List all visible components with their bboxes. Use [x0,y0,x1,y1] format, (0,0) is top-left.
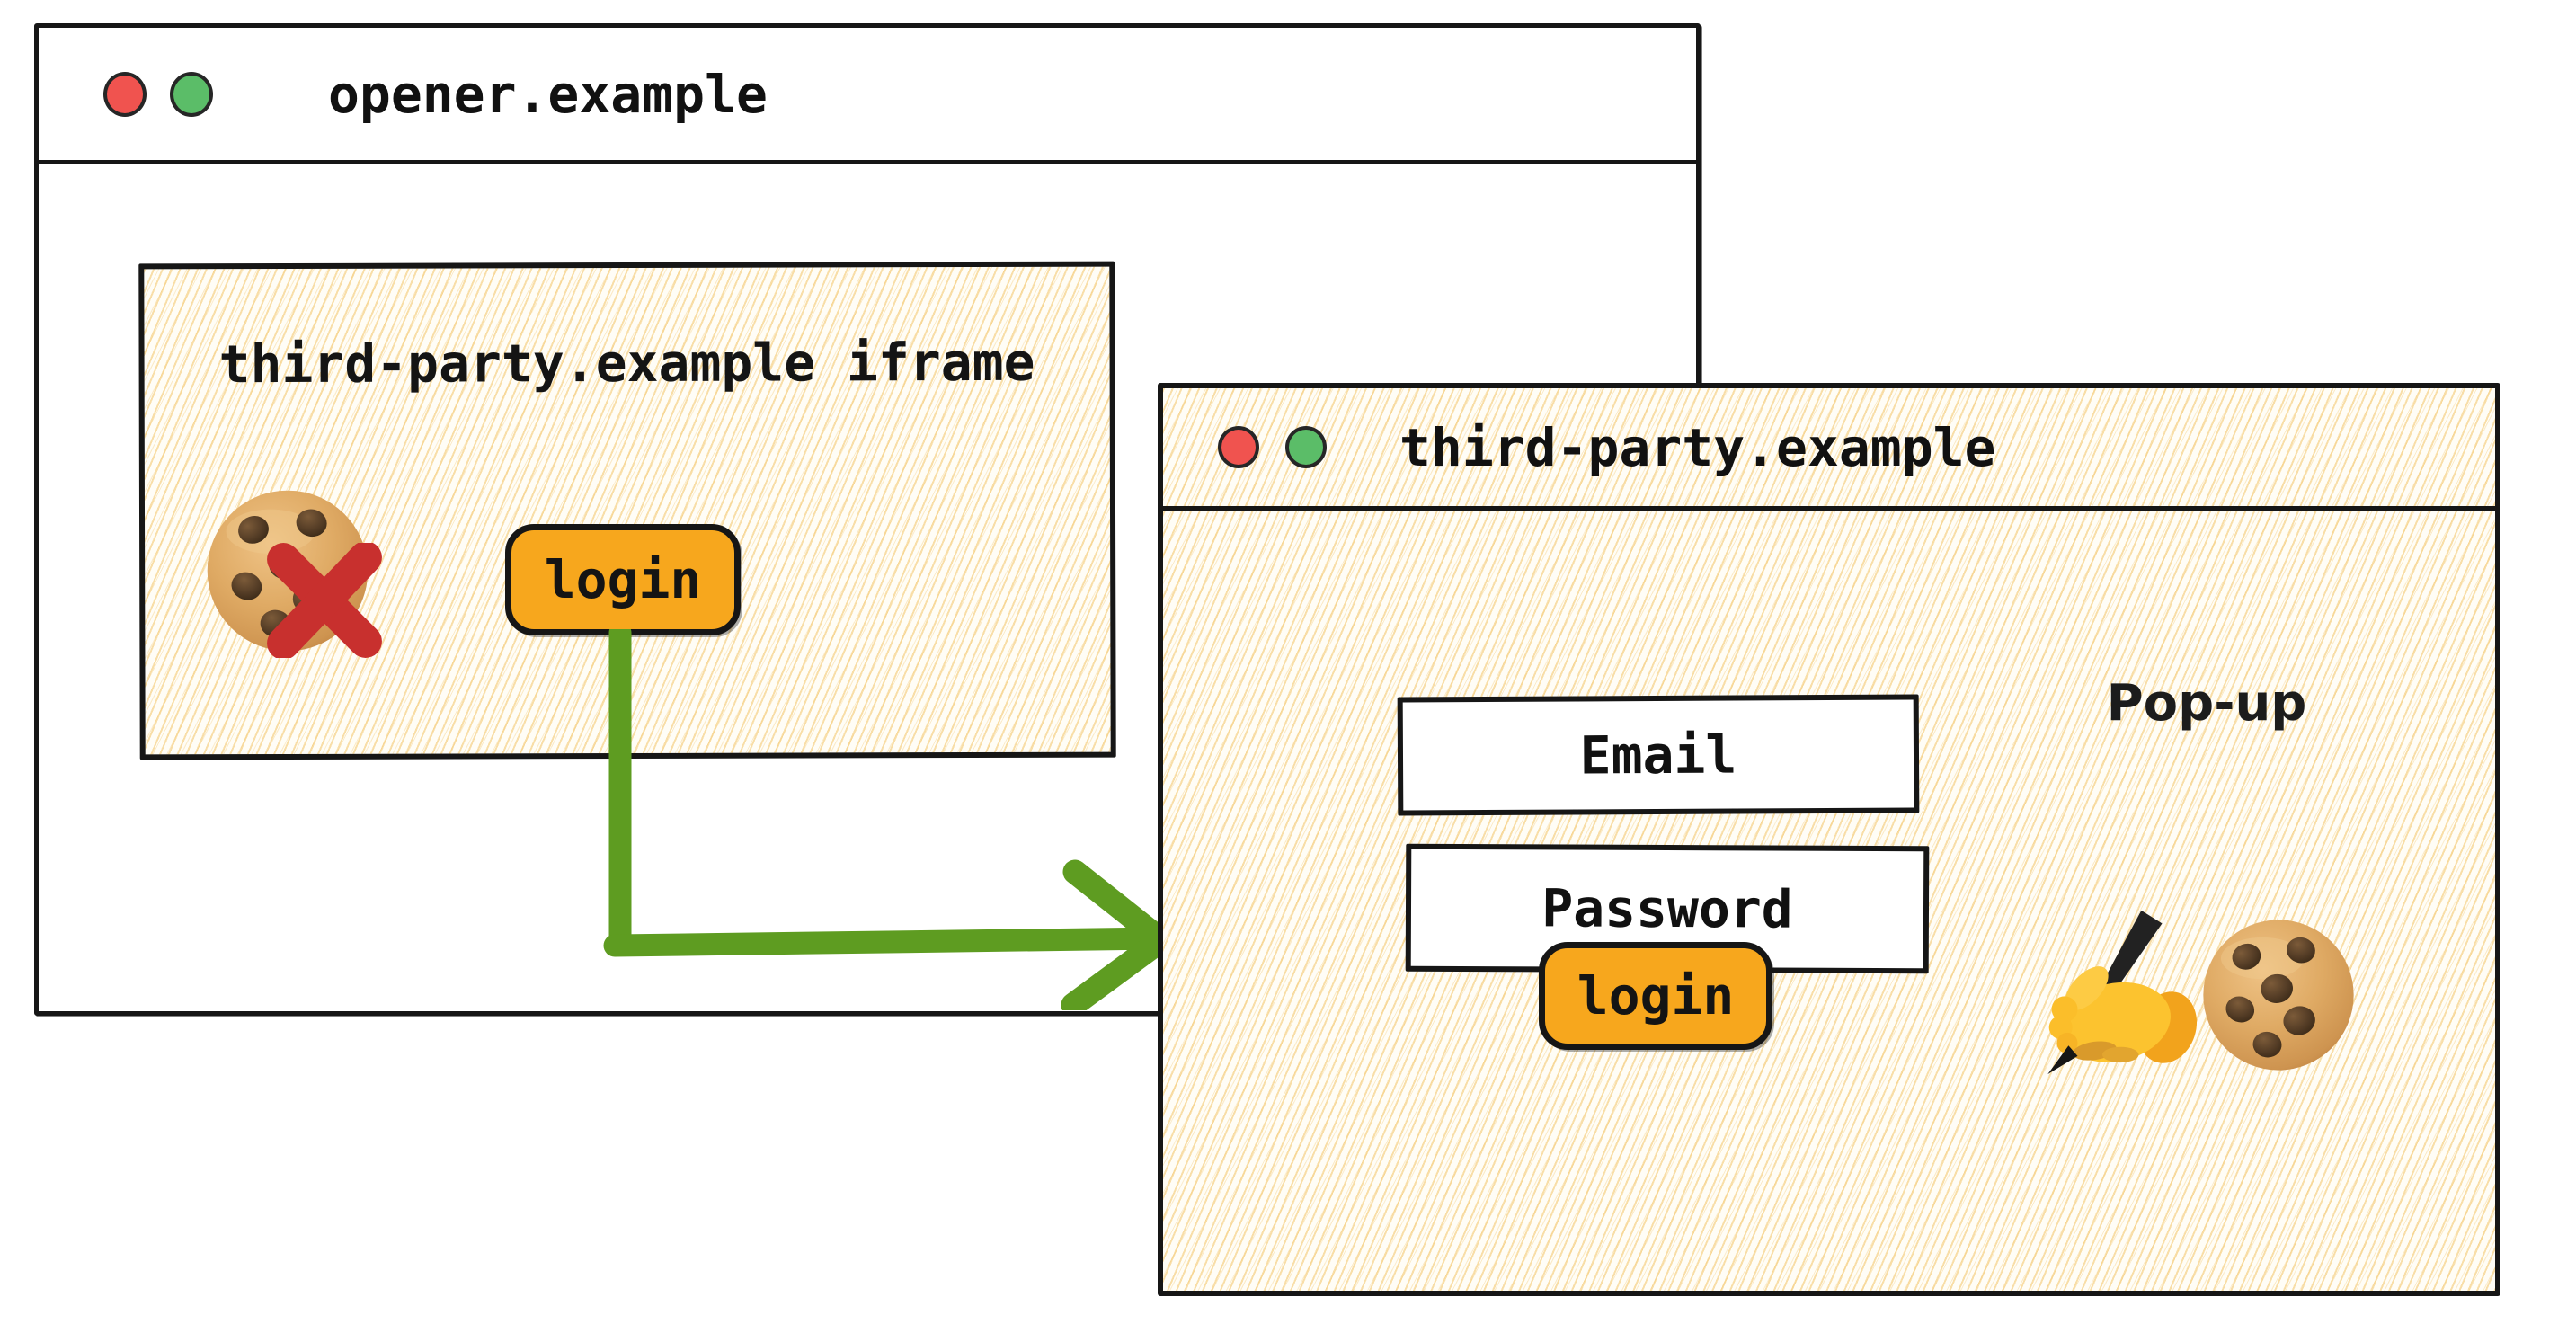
popup-open-arrow [603,629,1174,1010]
red-dot-icon[interactable] [1218,426,1259,468]
popup-titlebar: third-party.example [1163,388,2495,511]
popup-window: third-party.example Pop-up Email Passwor… [1158,383,2500,1296]
iframe-login-button[interactable]: login [505,524,741,635]
green-dot-icon[interactable] [170,71,213,117]
blocked-cross-icon [267,543,382,658]
popup-label: Pop-up [2106,674,2307,733]
writing-hand-icon [2047,910,2198,1075]
cookie-icon [2198,915,2358,1075]
iframe-label: third-party.example iframe [218,331,1035,395]
blocked-cookie-group [202,485,382,665]
red-dot-icon[interactable] [103,71,147,117]
email-field[interactable]: Email [1397,694,1920,816]
opener-titlebar: opener.example [39,28,1696,164]
popup-login-button[interactable]: login [1539,942,1772,1050]
popup-window-title: third-party.example [1399,416,1996,478]
green-dot-icon[interactable] [1285,426,1327,468]
opener-window-title: opener.example [328,63,768,125]
